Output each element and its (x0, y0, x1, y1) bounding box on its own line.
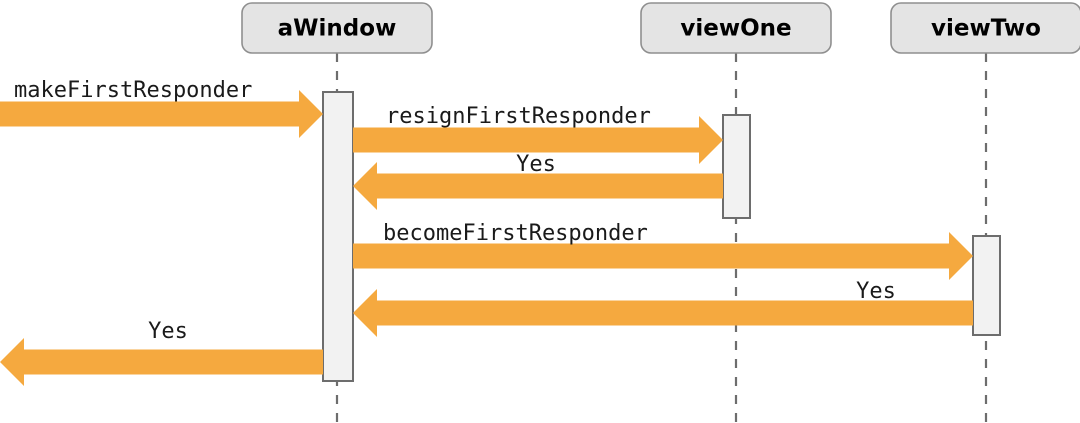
msg-resign-first-responder-label: resignFirstResponder (386, 104, 651, 129)
msg-become-first-responder[interactable]: becomeFirstResponder (353, 221, 973, 280)
participant-box-rect-aWindow (241, 2, 433, 54)
activation-bar-aWindow (322, 91, 354, 382)
msg-become-first-responder-label: becomeFirstResponder (383, 221, 648, 246)
msg-make-first-responder[interactable]: makeFirstResponder (0, 78, 323, 138)
msg-become-reply-yes-arrow (353, 289, 973, 337)
participant-box-rect-viewOne (640, 2, 832, 54)
msg-make-reply-yes-arrow (0, 338, 323, 386)
participant-label-viewTwo: viewTwo (931, 16, 1041, 42)
msg-resign-reply-yes-label: Yes (516, 152, 556, 177)
activation-layer (322, 91, 1001, 382)
msg-make-reply-yes-label: Yes (148, 319, 188, 344)
participant-label-viewOne: viewOne (680, 16, 791, 42)
activation-bar-viewOne (722, 114, 751, 219)
participant-box-viewOne[interactable]: viewOne (640, 2, 832, 54)
msg-resign-reply-yes[interactable]: Yes (353, 152, 723, 210)
msg-resign-reply-yes-arrow (353, 162, 723, 210)
msg-become-reply-yes-label: Yes (856, 279, 896, 304)
participant-label-aWindow: aWindow (278, 16, 397, 42)
msg-resign-first-responder[interactable]: resignFirstResponder (353, 104, 723, 164)
msg-make-first-responder-arrow (0, 90, 323, 138)
msg-become-first-responder-arrow (353, 232, 973, 280)
participant-box-viewTwo[interactable]: viewTwo (890, 2, 1080, 54)
msg-resign-first-responder-arrow (353, 116, 723, 164)
participant-box-layer: aWindow viewOne viewTwo (241, 2, 1080, 54)
message-layer: makeFirstResponder resignFirstResponderYe… (0, 78, 973, 386)
msg-make-reply-yes[interactable]: Yes (0, 319, 323, 386)
participant-box-rect-viewTwo (890, 2, 1080, 54)
msg-make-first-responder-label: makeFirstResponder (14, 78, 252, 103)
msg-become-reply-yes[interactable]: Yes (353, 279, 973, 337)
participant-box-aWindow[interactable]: aWindow (241, 2, 433, 54)
activation-bar-viewTwo (972, 235, 1001, 336)
